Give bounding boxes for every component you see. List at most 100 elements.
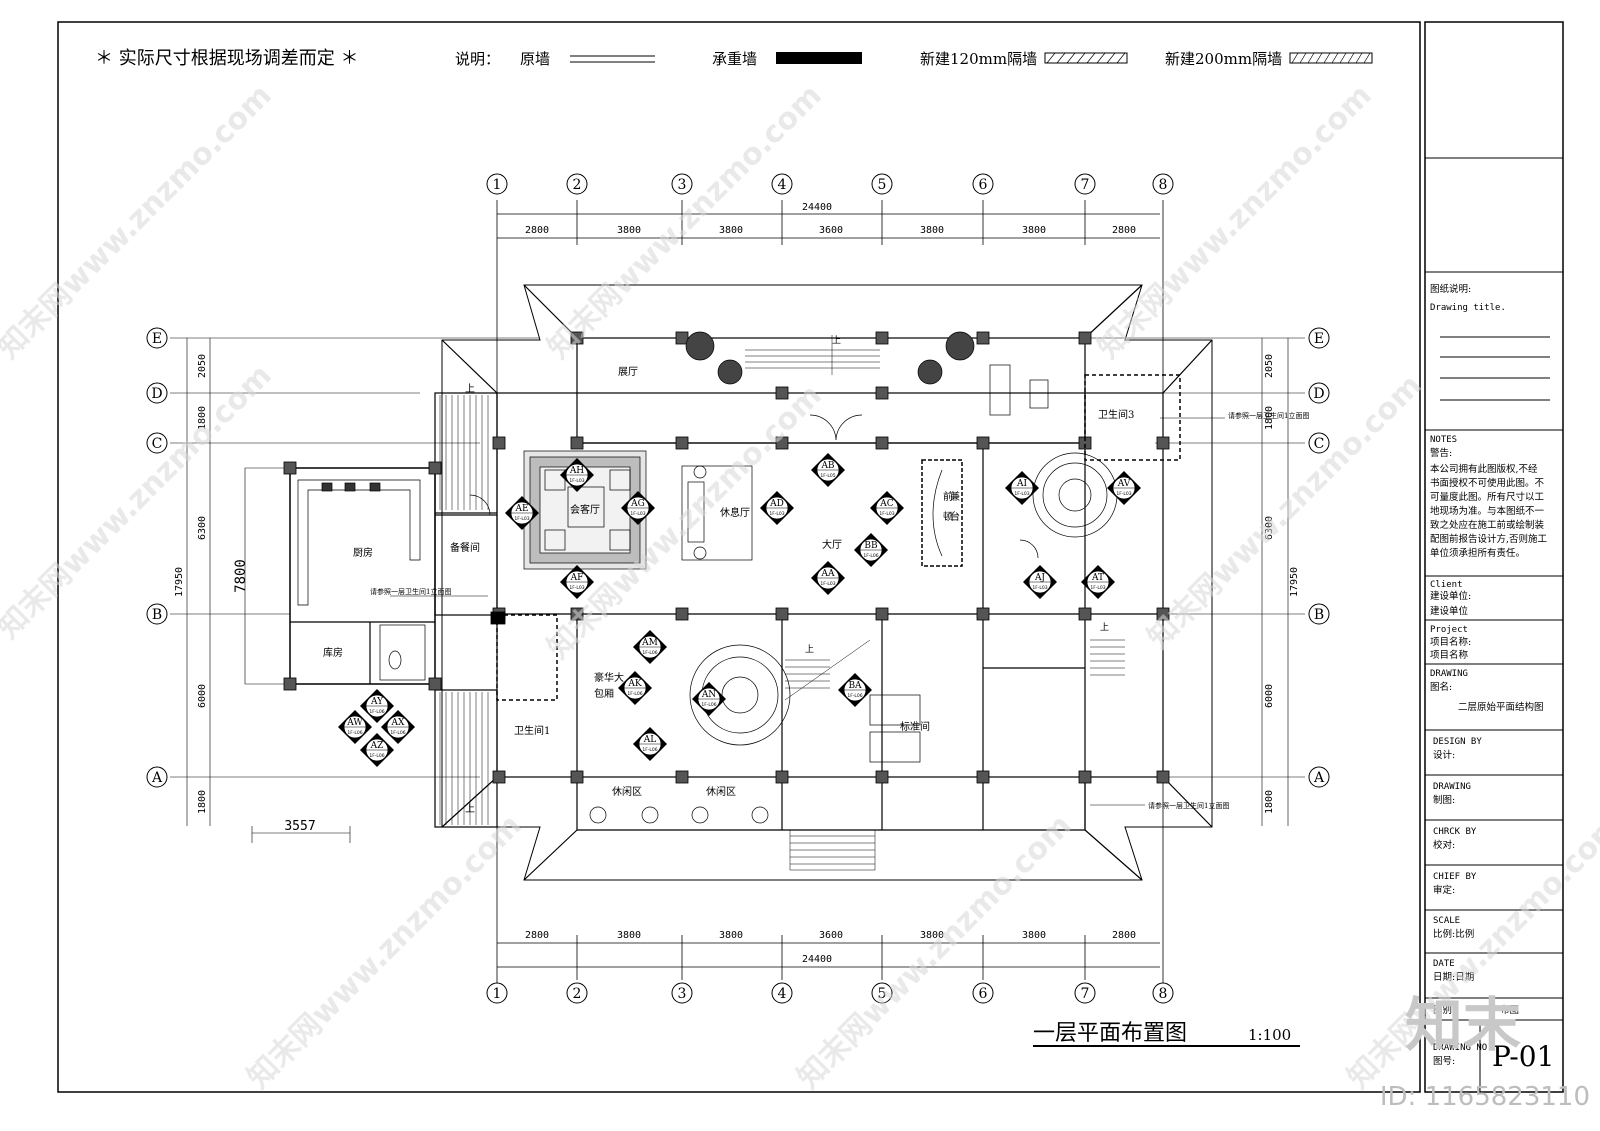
tb-warning-5: 致之处应在施工前或绘制装 xyxy=(1430,519,1545,531)
room-exhibition: 展厅 xyxy=(618,366,638,378)
room-reception-3: 台 xyxy=(950,510,960,523)
drawing-scale: 1:100 xyxy=(1248,1026,1291,1044)
note-refer-left: 请参照一层卫生间1立面图 xyxy=(370,587,451,596)
elevation-code-bb: BB xyxy=(864,541,878,551)
stair-up-label-3: 上 xyxy=(832,335,841,346)
elevation-code-aj: AJ xyxy=(1034,573,1045,583)
legend-bearing-wall-label: 承重墙 xyxy=(712,50,757,68)
elevation-code-an: AN xyxy=(701,690,716,700)
elevation-sheet-ae: 1F-L03 xyxy=(514,516,529,522)
left-span-1: 2050 xyxy=(197,354,208,378)
col-bottom-2: 2 xyxy=(573,986,582,1002)
elevation-sheet-ba: 1F-L06 xyxy=(847,693,862,699)
row-left-A: A xyxy=(151,770,163,786)
elevation-code-al: AL xyxy=(643,735,656,745)
row-left-E: E xyxy=(152,331,162,347)
elevation-marker-aj: AJ 1F-L03 xyxy=(1023,565,1057,599)
bottom-span-2: 3800 xyxy=(617,930,641,941)
room-lobby: 大厅 xyxy=(822,538,842,551)
watermark-text-3: 知末网www.znzmo.com xyxy=(1091,78,1379,366)
watermark-text-4: 知末网www.znzmo.com xyxy=(0,358,279,646)
top-span-4: 3600 xyxy=(819,225,843,236)
tb-design-en: DESIGN BY xyxy=(1433,737,1482,747)
col-top-2: 2 xyxy=(573,177,582,193)
tb-design-cn: 设计: xyxy=(1433,749,1455,761)
col-bottom-7: 7 xyxy=(1081,986,1090,1002)
room-kitchen: 厨房 xyxy=(353,546,373,559)
room-lounge: 休息厅 xyxy=(720,506,750,519)
elevation-code-af: AF xyxy=(570,573,584,583)
top-span-3: 3800 xyxy=(719,225,743,236)
tb-client-en: Client xyxy=(1430,580,1463,590)
bottom-span-7: 2800 xyxy=(1112,930,1136,941)
right-span-4: 6000 xyxy=(1264,684,1275,708)
left-span-4: 6000 xyxy=(197,684,208,708)
elevation-sheet-ak: 1F-L06 xyxy=(627,691,642,697)
stair-up-label-5: 上 xyxy=(1100,622,1109,633)
legend-original-wall-label: 原墙 xyxy=(520,50,550,68)
stair-up-label-4: 上 xyxy=(805,644,814,655)
tb-scale-en: SCALE xyxy=(1433,916,1460,926)
tb-date-en: DATE xyxy=(1433,959,1455,969)
row-dimension-labels: 2050 1800 6300 6000 1800 17950 2050 1800… xyxy=(174,354,1300,814)
elevation-code-ae: AE xyxy=(514,504,528,514)
room-leisure-2: 休闲区 xyxy=(706,785,736,798)
tb-date-cn: 日期:日期 xyxy=(1433,972,1474,983)
bottom-span-1: 2800 xyxy=(525,930,549,941)
right-span-2: 1800 xyxy=(1264,406,1275,430)
room-reception-4: 顿 xyxy=(943,510,953,523)
left-span-3: 6300 xyxy=(197,516,208,540)
room-meeting: 会客厅 xyxy=(570,503,600,516)
legend-new120-wall-label: 新建120mm隔墙 xyxy=(920,50,1037,68)
tb-project-value: 项目名称 xyxy=(1430,649,1469,661)
title-block-text: 图纸说明: Drawing title. NOTES 警告: 本公司拥有此图版权… xyxy=(1430,283,1554,1073)
stair-up-label-1: 上 xyxy=(465,383,475,395)
tb-project-cn: 项目名称: xyxy=(1430,636,1471,648)
tb-drawing-cn: 图名: xyxy=(1430,681,1452,693)
note-refer-right-top: 请参照一层卫生间1立面图 xyxy=(1228,411,1309,420)
room-storage: 库房 xyxy=(323,646,343,659)
elevation-sheet-ag: 1F-L03 xyxy=(630,511,645,517)
tb-draw-cn: 制图: xyxy=(1433,794,1455,806)
tb-client-value: 建设单位 xyxy=(1430,605,1469,617)
elevation-code-ai: AI xyxy=(1016,479,1027,489)
room-vip-2: 包厢 xyxy=(594,687,614,700)
top-span-1: 2800 xyxy=(525,225,549,236)
elevation-sheet-am: 1F-L06 xyxy=(642,650,657,656)
column-grid-bottom: 1 2 3 4 5 6 7 8 xyxy=(486,982,1174,1004)
elevation-sheet-al: 1F-L06 xyxy=(642,747,657,753)
tb-check-en: CHRCK BY xyxy=(1433,827,1477,837)
col-bottom-1: 1 xyxy=(493,986,502,1002)
room-standard: 标准间 xyxy=(900,720,930,733)
col-top-7: 7 xyxy=(1081,177,1090,193)
room-toilet1: 卫生间1 xyxy=(514,724,550,737)
row-gridlines xyxy=(170,337,1305,843)
stair-up-label-2: 上 xyxy=(465,803,475,815)
elevation-code-ay: AY xyxy=(370,697,384,707)
top-span-5: 3800 xyxy=(920,225,944,236)
room-pantry: 备餐间 xyxy=(450,541,480,554)
tb-drawing-title-en: Drawing title. xyxy=(1430,303,1506,313)
bottom-dimensions xyxy=(497,935,1160,980)
elevation-sheet-an: 1F-L06 xyxy=(701,702,716,708)
elevation-code-aa: AA xyxy=(821,569,835,579)
col-top-1: 1 xyxy=(493,177,502,193)
elevation-sheet-aj: 1F-L03 xyxy=(1032,585,1047,591)
row-left-B: B xyxy=(152,607,162,623)
bottom-span-labels: 2800 3800 3800 3600 3800 3800 2800 xyxy=(525,930,1136,941)
row-grid-right: E D C B A xyxy=(1308,327,1330,788)
tb-notes-en: NOTES xyxy=(1430,435,1457,445)
tb-warning-3: 可量度此图。所有尺寸以工 xyxy=(1430,491,1545,503)
elevation-sheet-ad: 1F-L03 xyxy=(769,511,784,517)
elevation-sheet-ah: 1F-L03 xyxy=(569,478,584,484)
